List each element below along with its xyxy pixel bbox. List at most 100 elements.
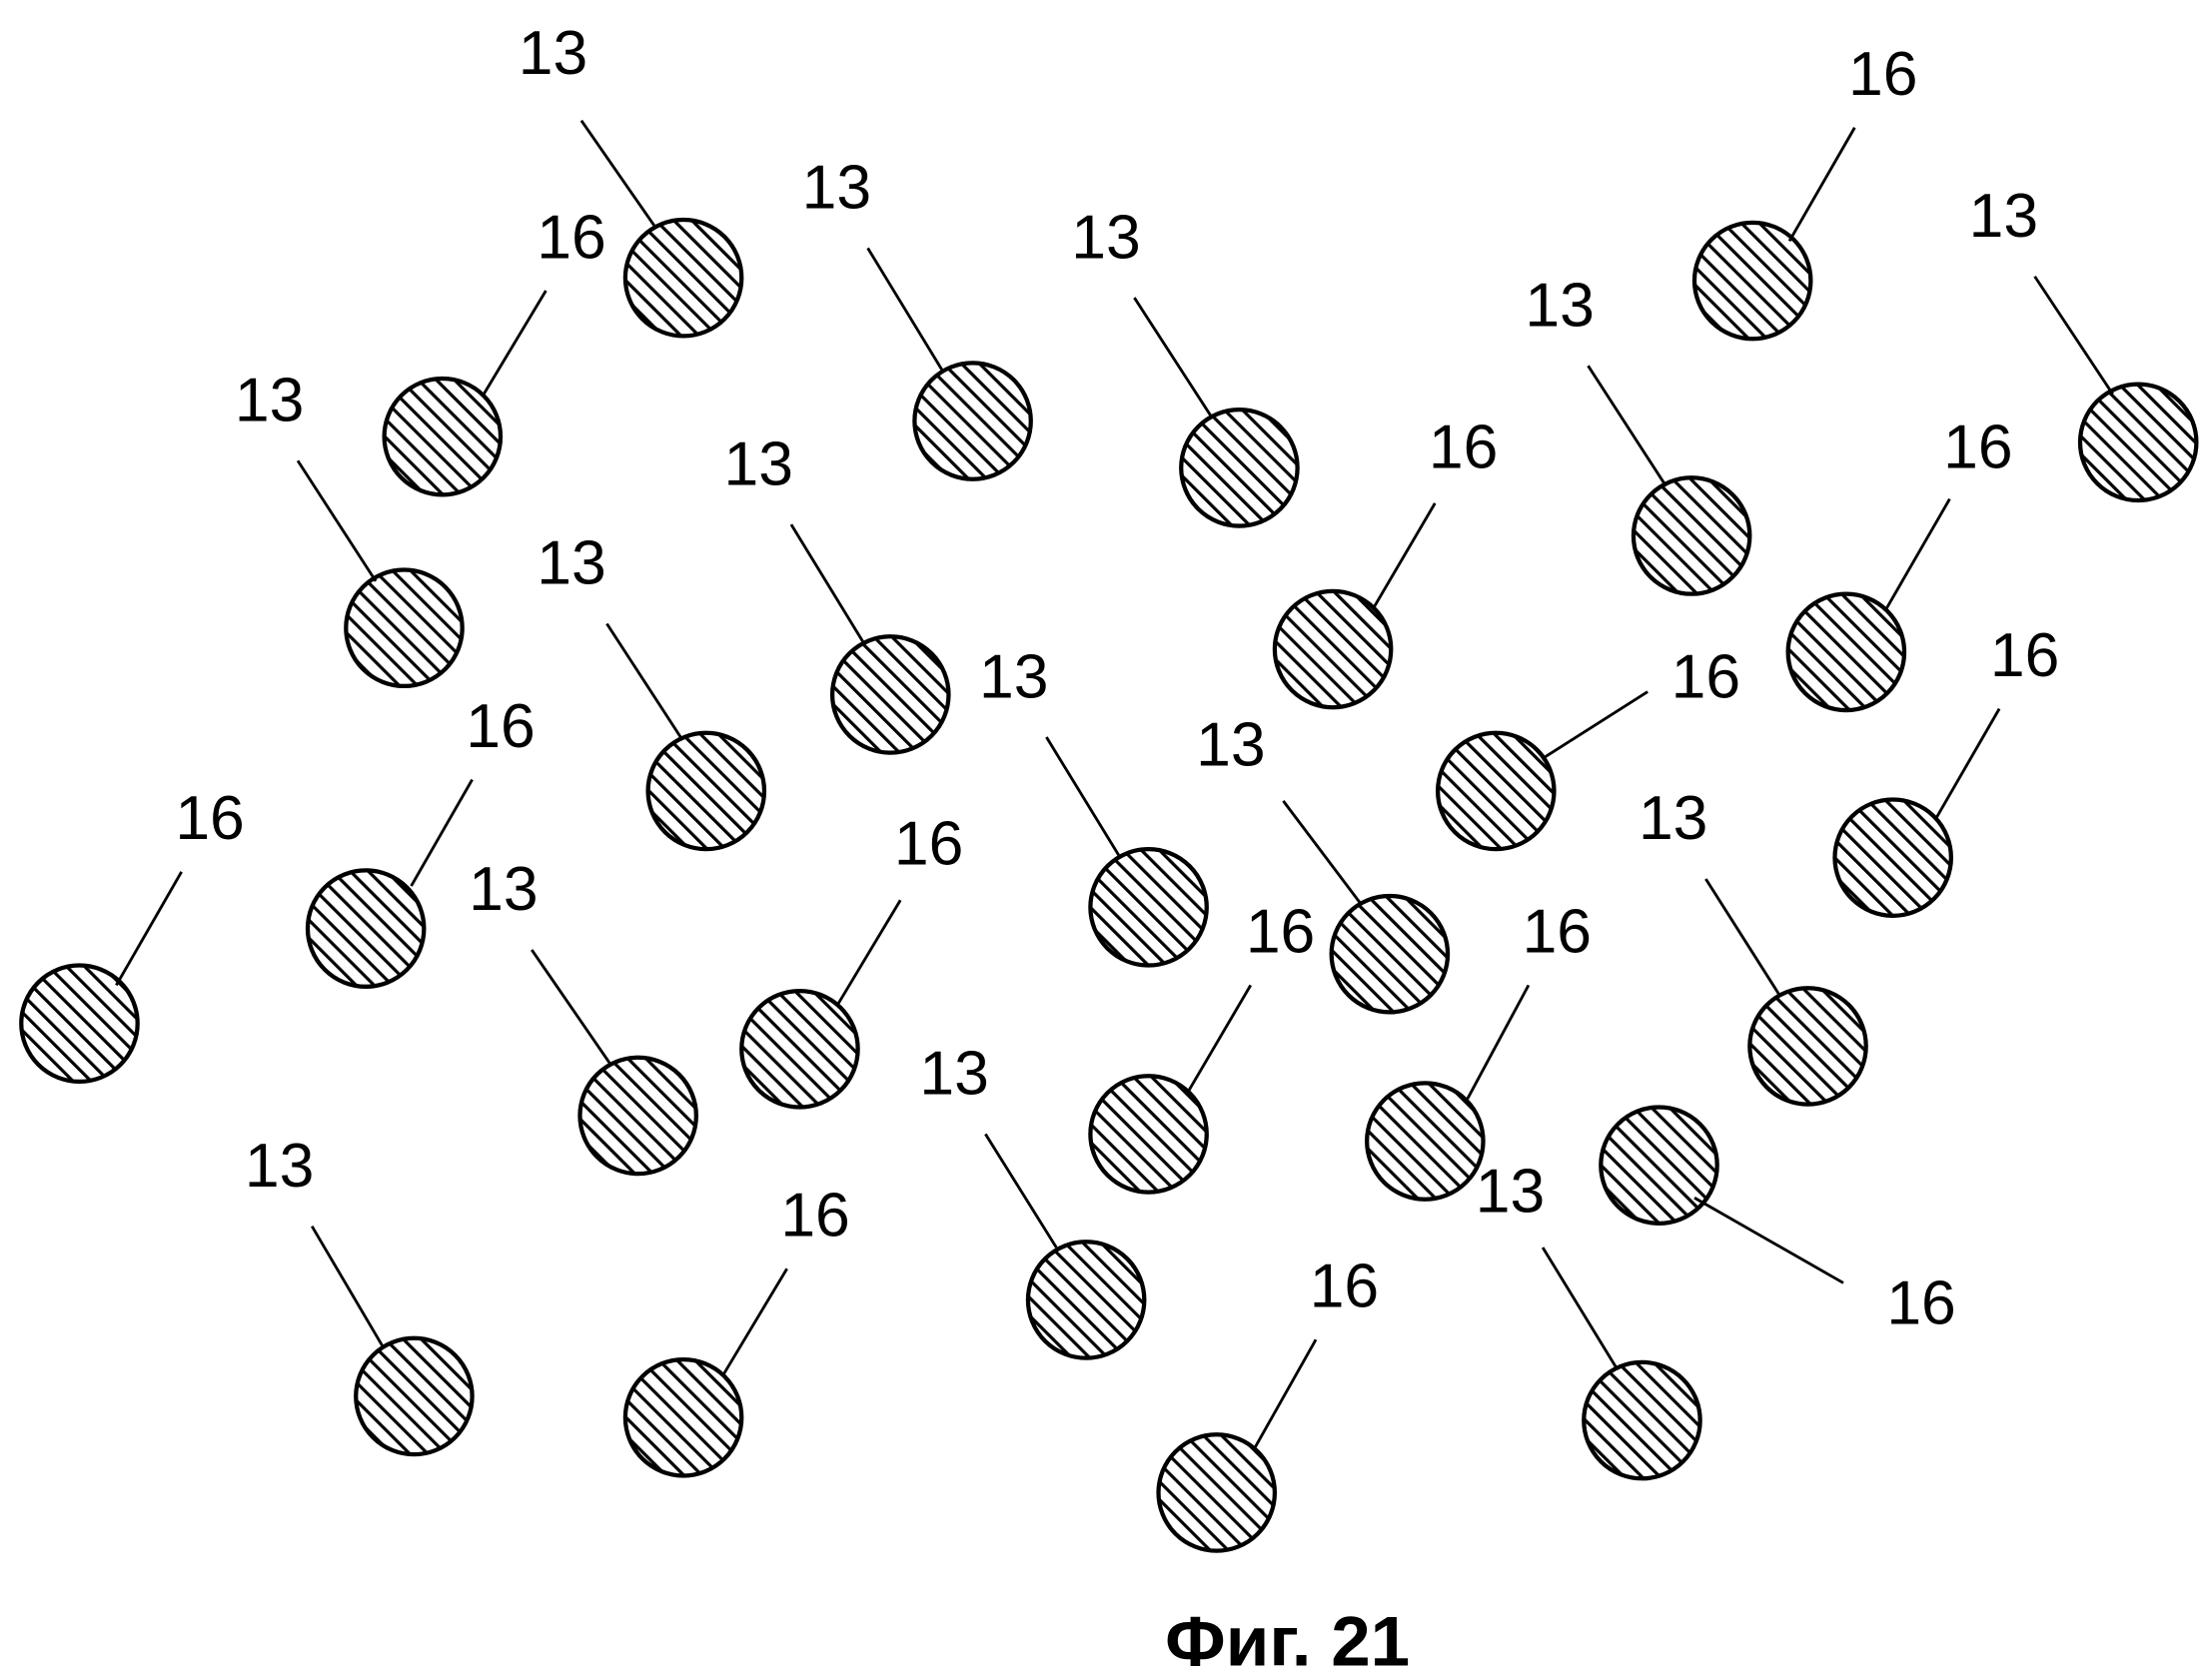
hatched-circle xyxy=(1691,220,1813,342)
reference-label: 13 xyxy=(519,18,587,88)
leader-line xyxy=(115,871,183,987)
reference-label: 13 xyxy=(469,854,538,924)
reference-label: 16 xyxy=(1246,897,1315,967)
leader-line xyxy=(605,622,682,738)
leader-line xyxy=(296,459,378,582)
reference-label: 13 xyxy=(537,528,605,598)
hatched-circle xyxy=(19,963,140,1085)
hatched-circle xyxy=(1329,893,1451,1015)
hatched-circle xyxy=(622,1356,744,1478)
reference-label: 13 xyxy=(1525,270,1594,340)
hatched-circle xyxy=(1365,1081,1486,1202)
hatched-circle xyxy=(305,868,427,989)
reference-label: 13 xyxy=(235,366,304,435)
hatched-circle xyxy=(1156,1432,1278,1553)
leader-line xyxy=(1693,1197,1844,1284)
elements-group: 1316131316161316131613131313131616131616… xyxy=(19,18,2199,1553)
hatched-circle xyxy=(577,1055,698,1177)
reference-label: 16 xyxy=(1943,412,2012,481)
leader-line xyxy=(410,778,474,887)
hatched-element: 16 xyxy=(1832,620,2059,918)
leader-line xyxy=(1371,502,1437,611)
hatched-circle xyxy=(1272,588,1394,710)
hatched-circle xyxy=(912,361,1033,481)
hatched-element: 13 xyxy=(724,428,951,755)
leader-line xyxy=(866,247,945,373)
reference-label: 13 xyxy=(245,1131,314,1201)
hatched-element: 13 xyxy=(802,153,1033,481)
reference-label: 16 xyxy=(466,691,535,761)
hatched-circle xyxy=(622,217,744,339)
hatched-element: 13 xyxy=(469,854,698,1177)
reference-label: 16 xyxy=(1429,412,1498,481)
hatched-circle xyxy=(1832,797,1953,918)
hatched-element: 16 xyxy=(305,691,536,989)
reference-label: 13 xyxy=(1071,202,1140,272)
reference-label: 16 xyxy=(1671,641,1740,711)
leader-line xyxy=(1884,497,1951,611)
hatched-circle xyxy=(1025,1240,1147,1360)
hatched-element: 16 xyxy=(1365,897,1592,1202)
reference-label: 16 xyxy=(894,809,963,879)
hatched-circle xyxy=(1088,1074,1209,1195)
reference-label: 16 xyxy=(537,202,605,272)
reference-label: 13 xyxy=(802,153,871,223)
hatched-element: 16 xyxy=(1272,412,1498,710)
reference-label: 13 xyxy=(1639,783,1707,853)
leader-line xyxy=(1252,1338,1318,1451)
leader-line xyxy=(1541,1247,1619,1369)
reference-label: 13 xyxy=(724,428,793,498)
hatched-element: 13 xyxy=(245,1131,475,1457)
hatched-circle xyxy=(382,376,504,497)
leader-line xyxy=(1133,297,1214,419)
leader-line xyxy=(579,119,656,228)
hatched-circle xyxy=(344,567,465,689)
hatched-element: 13 xyxy=(1969,181,2199,503)
hatched-element: 16 xyxy=(1435,641,1740,852)
hatched-element: 13 xyxy=(1196,709,1451,1015)
hatched-element: 13 xyxy=(235,366,465,689)
leader-line xyxy=(481,290,548,399)
leader-line xyxy=(1934,707,2001,821)
hatched-circle xyxy=(1435,730,1557,852)
hatched-circle xyxy=(1599,1105,1719,1226)
leader-line xyxy=(835,899,902,1008)
hatched-element: 13 xyxy=(519,18,744,339)
hatched-circle xyxy=(645,730,767,852)
leader-line xyxy=(789,523,866,646)
hatched-circle xyxy=(829,634,951,755)
hatched-circle xyxy=(354,1335,475,1457)
leader-line xyxy=(1282,800,1363,906)
hatched-element: 16 xyxy=(382,202,606,497)
leader-line xyxy=(531,949,611,1065)
hatched-circle xyxy=(1785,591,1907,713)
hatched-element: 13 xyxy=(1071,202,1300,528)
hatched-element: 13 xyxy=(919,1039,1147,1360)
leader-line xyxy=(1187,984,1252,1093)
hatched-circle xyxy=(1631,475,1752,596)
reference-label: 16 xyxy=(1523,897,1592,967)
reference-label: 16 xyxy=(1886,1268,1955,1338)
hatched-element: 16 xyxy=(1785,412,2013,713)
reference-label: 16 xyxy=(1310,1252,1379,1321)
leader-line xyxy=(2033,275,2114,396)
leader-line xyxy=(1542,690,1649,760)
hatched-element: 16 xyxy=(1156,1252,1379,1553)
hatched-element: 13 xyxy=(1476,1156,1702,1481)
leader-line xyxy=(1587,365,1667,487)
leader-line xyxy=(1045,736,1122,859)
hatched-circle xyxy=(1088,847,1209,968)
hatched-circle xyxy=(1747,986,1868,1107)
hatched-element: 13 xyxy=(1525,270,1752,596)
hatched-element: 16 xyxy=(19,783,245,1085)
leader-line xyxy=(1787,127,1856,243)
leader-line xyxy=(311,1225,385,1348)
hatched-element: 16 xyxy=(622,1181,850,1478)
hatched-circle xyxy=(1179,408,1300,528)
reference-label: 13 xyxy=(1969,181,2038,251)
hatched-circle xyxy=(739,988,860,1110)
leader-line xyxy=(721,1267,788,1376)
leader-line xyxy=(984,1133,1058,1249)
leader-line xyxy=(1704,878,1781,997)
